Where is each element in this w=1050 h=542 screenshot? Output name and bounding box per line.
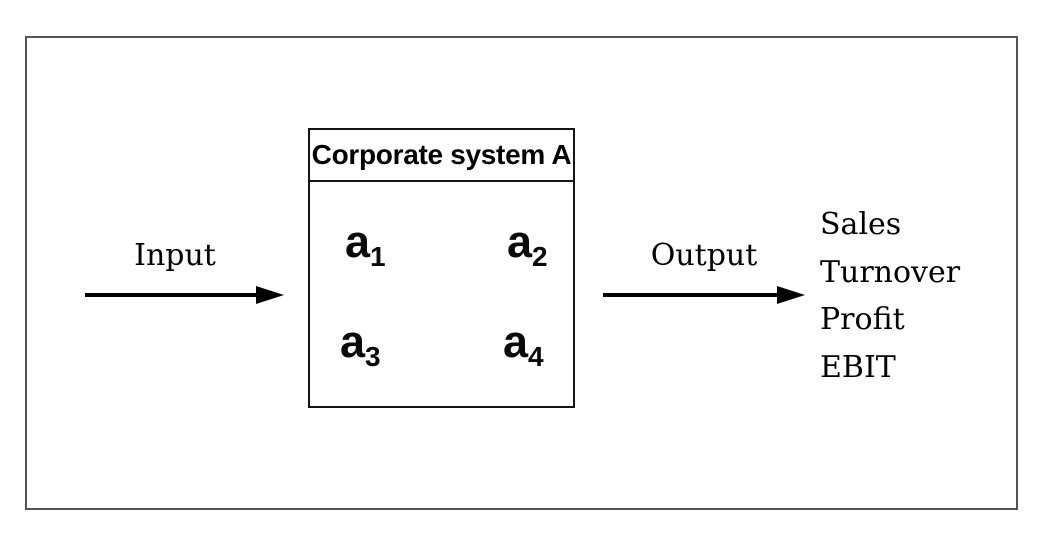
outer-frame	[25, 36, 1018, 510]
input-label: Input	[134, 238, 216, 273]
node-a1: a1	[345, 219, 386, 271]
corporate-system-box: Corporate system A	[308, 128, 575, 408]
node-a2-sub: 2	[532, 241, 548, 272]
output-item-turnover: Turnover	[820, 254, 961, 290]
node-a3: a3	[340, 319, 381, 371]
node-a1-base: a	[345, 216, 371, 267]
output-label: Output	[650, 238, 758, 273]
node-a4-sub: 4	[528, 341, 544, 372]
node-a1-sub: 1	[370, 241, 386, 272]
output-list: Sales Turnover Profit EBIT	[820, 201, 960, 391]
node-a2: a2	[507, 219, 548, 271]
node-a3-sub: 3	[365, 341, 381, 372]
node-a2-base: a	[507, 216, 533, 267]
corporate-system-title: Corporate system A	[310, 130, 573, 182]
node-a4-base: a	[503, 316, 529, 367]
output-item-ebit: EBIT	[820, 349, 896, 385]
node-a3-base: a	[340, 316, 366, 367]
output-item-profit: Profit	[820, 302, 905, 337]
node-a4: a4	[503, 319, 544, 371]
output-item-sales: Sales	[820, 207, 902, 242]
